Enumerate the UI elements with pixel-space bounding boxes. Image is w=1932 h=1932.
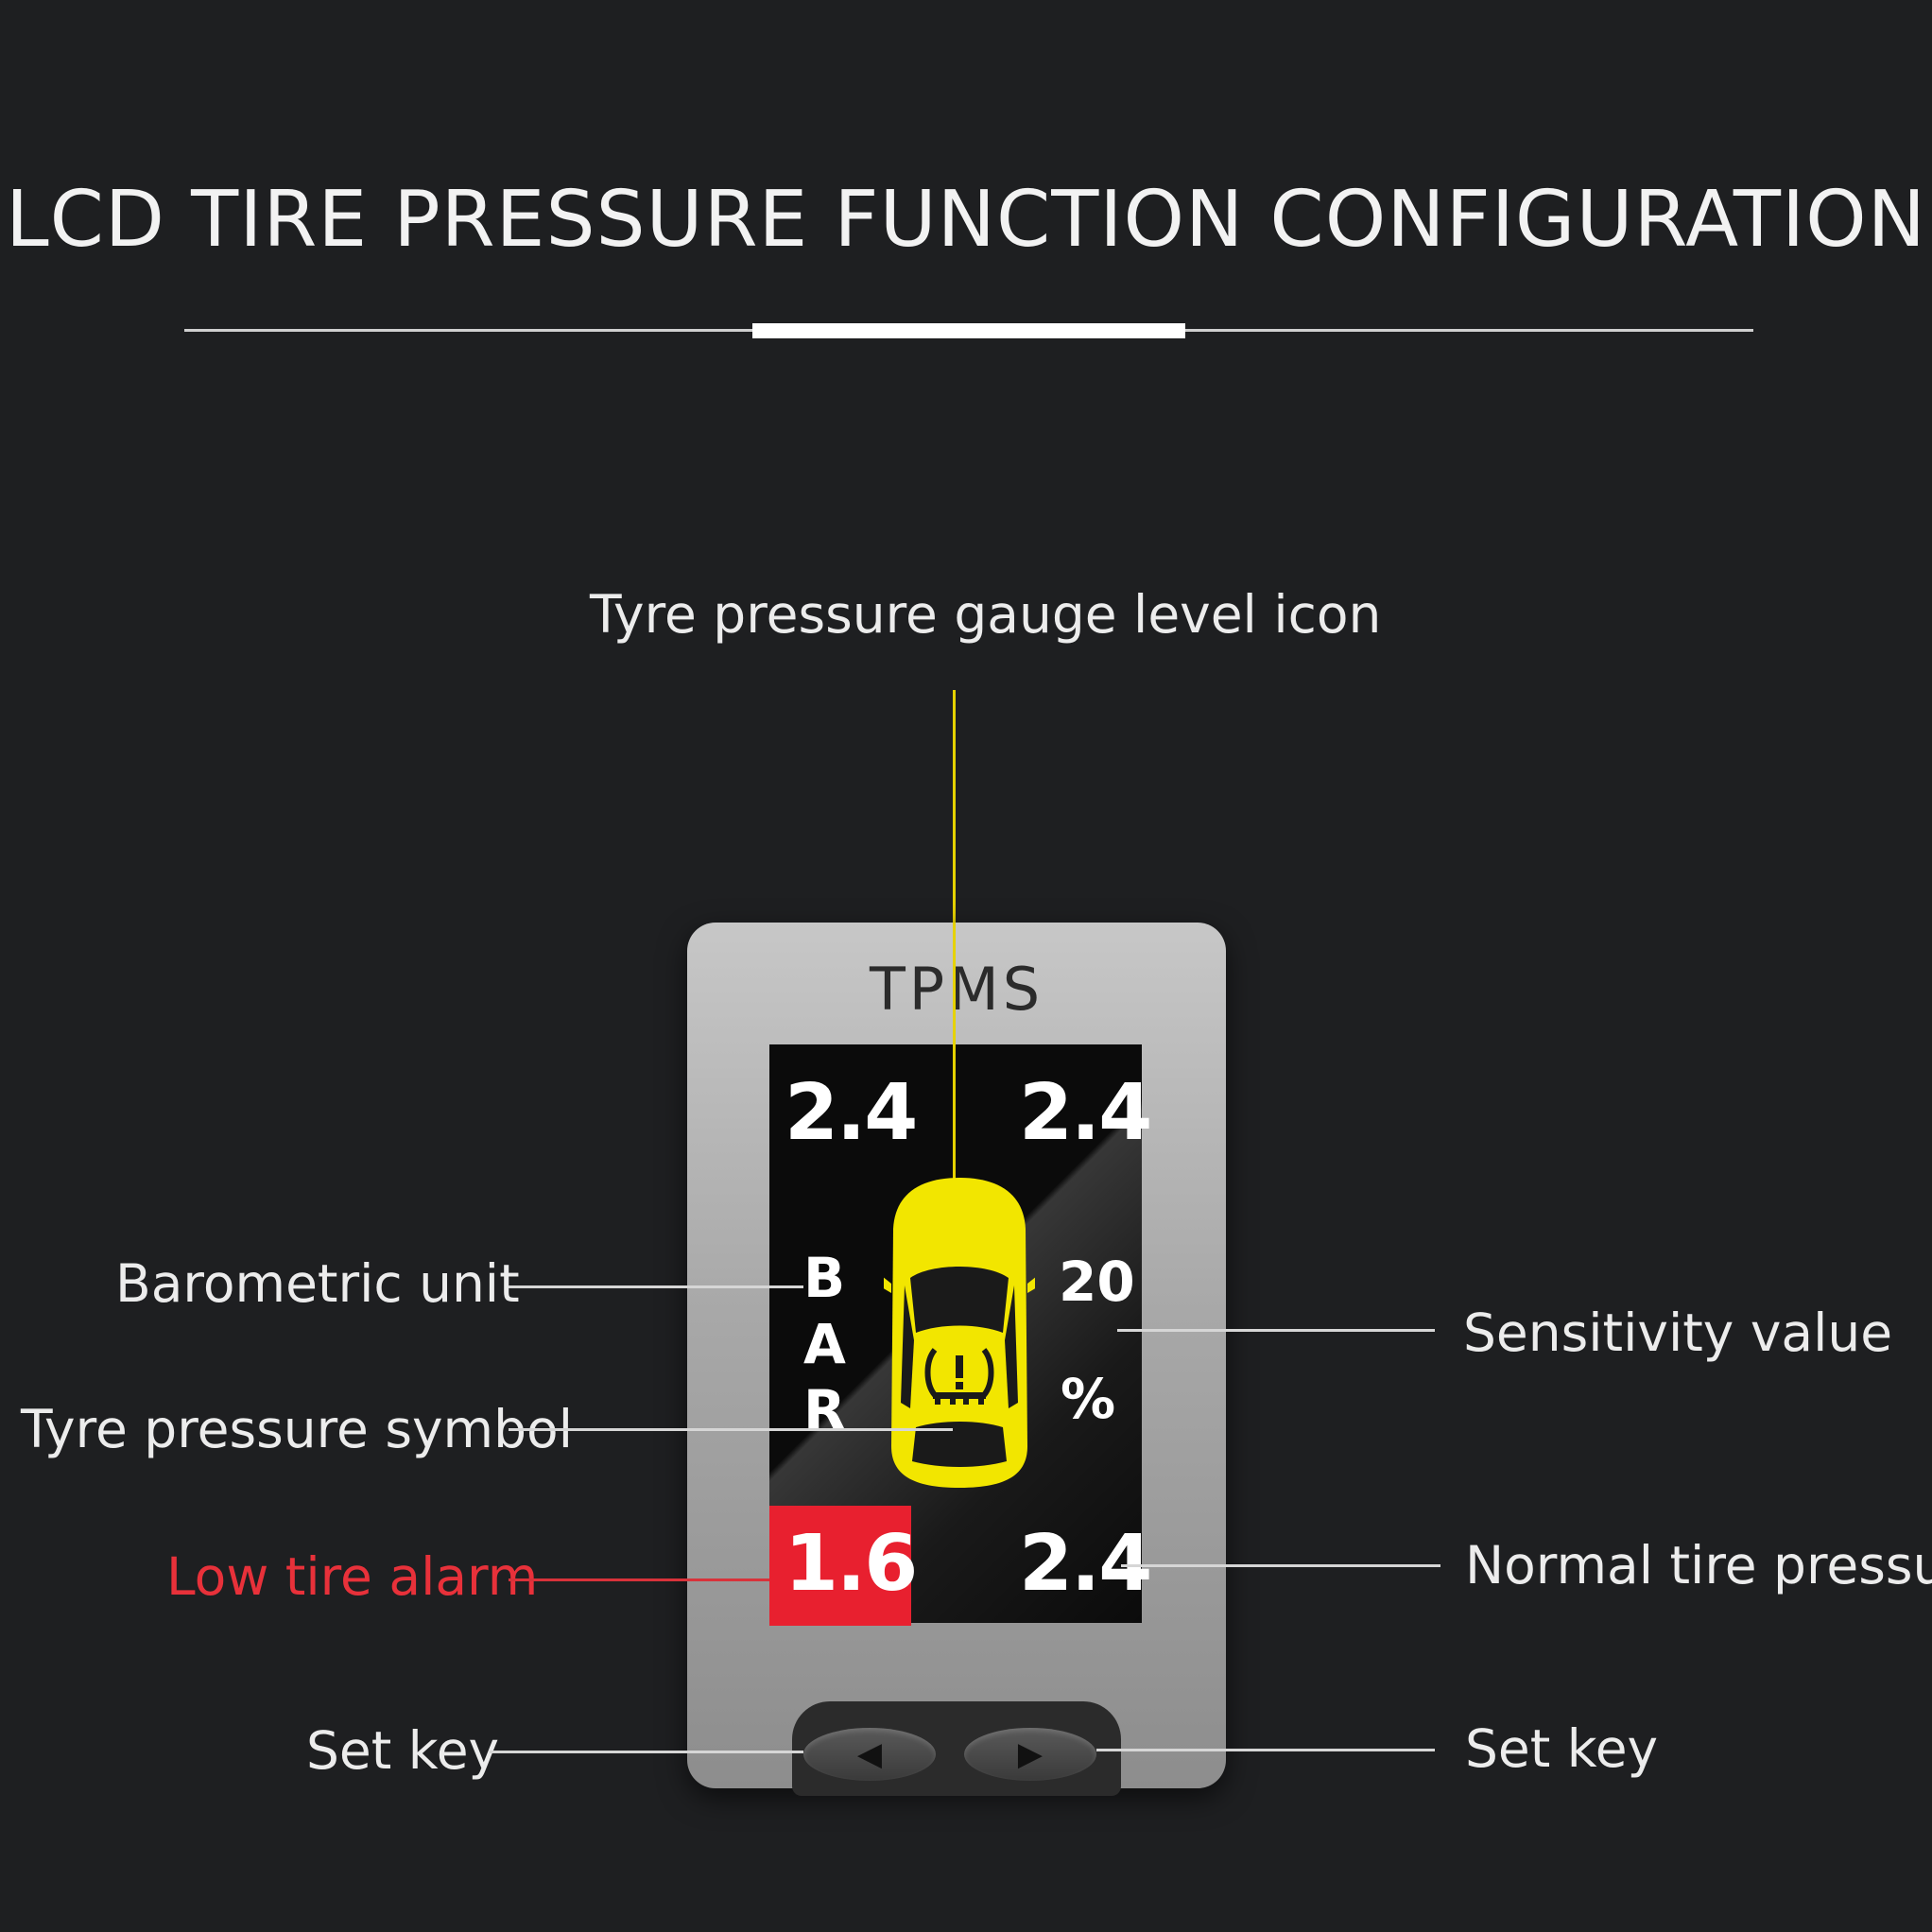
pointer-set-key-left <box>490 1751 803 1753</box>
callout-gauge-level-icon: Tyre pressure gauge level icon <box>590 584 1382 645</box>
arrow-left-icon: ◀ <box>856 1736 883 1772</box>
low-tire-alarm-highlight <box>769 1506 911 1626</box>
device-brand-label: TPMS <box>869 955 1044 1024</box>
callout-set-key-left: Set key <box>306 1720 500 1781</box>
title-divider-accent <box>752 323 1185 338</box>
callout-barometric-unit: Barometric unit <box>115 1253 520 1314</box>
callout-normal-tire-pressure: Normal tire pressure <box>1465 1535 1932 1596</box>
front-right-pressure: 2.4 <box>1019 1068 1152 1158</box>
rear-right-pressure: 2.4 <box>1019 1519 1152 1609</box>
callout-tyre-pressure-symbol: Tyre pressure symbol <box>21 1399 573 1459</box>
pointer-set-key-right <box>1096 1749 1435 1751</box>
unit-letter-r: R <box>803 1378 846 1442</box>
pointer-low-tire-alarm <box>509 1578 769 1581</box>
callout-low-tire-alarm: Low tire alarm <box>166 1546 539 1607</box>
sensitivity-unit: % <box>1061 1367 1116 1431</box>
page-title: LCD TIRE PRESSURE FUNCTION CONFIGURATION <box>5 175 1927 265</box>
front-left-pressure: 2.4 <box>785 1068 918 1158</box>
callout-sensitivity-value: Sensitivity value <box>1463 1302 1893 1363</box>
tyre-pressure-warning-icon <box>924 1348 994 1405</box>
unit-letter-a: A <box>803 1312 846 1376</box>
rear-left-pressure: 1.6 <box>785 1519 918 1609</box>
unit-letter-b: B <box>803 1246 846 1310</box>
pointer-tyre-pressure-symbol <box>509 1428 953 1431</box>
set-key-left[interactable]: ◀ <box>803 1728 936 1781</box>
car-icon <box>884 1178 1035 1488</box>
pointer-normal-tire-pressure <box>1121 1564 1440 1567</box>
sensitivity-value: 20 <box>1059 1250 1135 1314</box>
callout-set-key-right: Set key <box>1465 1718 1659 1779</box>
pointer-sensitivity-value <box>1117 1329 1435 1332</box>
pointer-gauge-level-icon-overlay <box>953 923 956 1187</box>
arrow-right-icon: ▶ <box>1017 1736 1044 1772</box>
set-key-right[interactable]: ▶ <box>964 1728 1096 1781</box>
pointer-barometric-unit <box>509 1285 803 1288</box>
